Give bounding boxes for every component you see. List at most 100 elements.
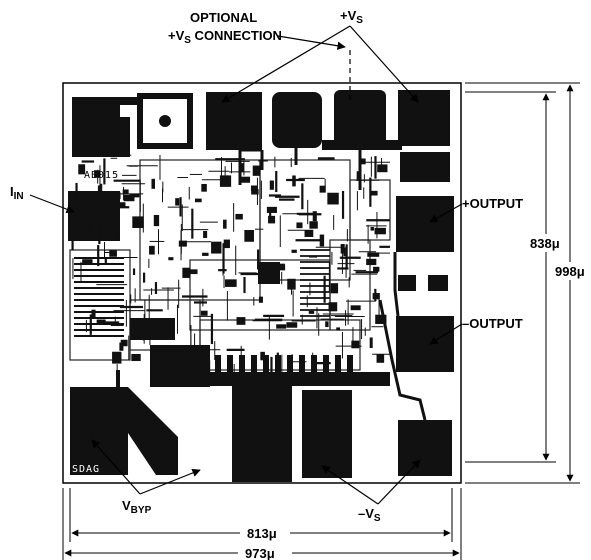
corner-pad-top-left xyxy=(72,97,130,157)
circuit-element xyxy=(223,239,230,249)
square-pad-with-via xyxy=(137,93,193,149)
comb-finger xyxy=(239,355,245,373)
circuit-element xyxy=(78,164,86,175)
circuit-element xyxy=(94,170,101,178)
right-pads xyxy=(396,196,454,372)
vbyp-label: VBYP xyxy=(122,498,152,516)
circuit-element xyxy=(168,257,174,261)
circuit-element xyxy=(287,278,296,290)
circuit-element xyxy=(358,158,366,165)
circuit-element xyxy=(236,317,246,325)
dim-outer-width-text: 973μ xyxy=(245,546,275,560)
circuit-element xyxy=(374,227,386,235)
bus-bar-right xyxy=(322,140,402,150)
circuit-element xyxy=(241,176,251,183)
dimension-lines xyxy=(62,82,580,560)
circuit-element xyxy=(223,219,227,229)
circuit-element xyxy=(327,192,339,205)
leader-optional xyxy=(277,35,346,50)
circuit-element xyxy=(203,230,208,238)
circuit-element xyxy=(250,185,258,191)
leader-vs-minus-left xyxy=(321,465,379,505)
circuit-element xyxy=(266,206,277,213)
circuit-element xyxy=(189,269,198,275)
comb-finger xyxy=(227,355,233,373)
comb-finger xyxy=(275,355,281,373)
circuit-element xyxy=(219,175,232,187)
bottom-pad-large-left xyxy=(232,380,292,482)
circuit-element xyxy=(330,283,339,294)
minus-output-label: –OUTPUT xyxy=(462,316,523,331)
bottom-bar xyxy=(180,372,390,386)
circuit-element xyxy=(308,310,315,314)
circuit-element xyxy=(286,322,298,328)
chip-code-text: AB015 xyxy=(84,170,119,181)
circuit-element xyxy=(132,216,144,228)
pad-top-3 xyxy=(334,90,386,146)
circuit-element xyxy=(83,204,95,208)
pad-top-1 xyxy=(206,92,262,150)
circuit-element xyxy=(292,175,296,187)
circuit-element xyxy=(235,213,243,220)
iin-label: IIN xyxy=(10,184,24,202)
circuit-element xyxy=(123,194,135,202)
output-connector xyxy=(428,275,448,291)
comb-finger xyxy=(299,355,305,373)
circuit-element xyxy=(350,305,361,311)
circuit-element xyxy=(252,165,261,176)
circuit-element xyxy=(200,310,208,316)
circuit-element xyxy=(151,178,156,189)
circuit-element xyxy=(76,198,80,203)
minus-output-pad xyxy=(396,316,454,372)
vbyp-diagonal-strap xyxy=(128,387,178,475)
leader-vs-minus-right xyxy=(377,459,421,505)
leader-plus-output xyxy=(429,203,463,223)
right-small-block xyxy=(400,152,450,182)
circuit-element xyxy=(109,250,117,257)
comb-finger xyxy=(263,355,269,373)
circuit-element xyxy=(244,230,254,242)
circuit-element xyxy=(131,353,141,362)
circuit-element xyxy=(112,351,122,364)
plus-output-pad xyxy=(396,196,454,252)
comb-finger xyxy=(287,355,293,373)
dim-outer-height-text: 998μ xyxy=(555,264,585,279)
circuit-element xyxy=(304,230,314,237)
circuit-element xyxy=(153,214,160,227)
output-connector-2 xyxy=(398,275,416,291)
circuit-element xyxy=(312,211,317,222)
circuit-element xyxy=(325,321,329,328)
vbyp-pad-left xyxy=(70,387,128,475)
circuit-element xyxy=(276,324,287,329)
circuit-element xyxy=(328,302,338,312)
circuit-element xyxy=(269,180,274,190)
leader-vbyp-right xyxy=(139,468,201,495)
circuit-element xyxy=(260,351,265,361)
pad-top-4 xyxy=(398,90,450,146)
optional-label-line1: OPTIONAL xyxy=(190,10,257,25)
bottom-pad-center xyxy=(302,390,352,478)
capacitor-block xyxy=(150,345,210,387)
circuit-element xyxy=(369,190,378,196)
circuit-element xyxy=(366,258,377,266)
optional-label-line2: +VS CONNECTION xyxy=(168,28,282,46)
circuit-element xyxy=(370,227,374,231)
plus-output-label: +OUTPUT xyxy=(462,196,523,211)
circuit-element xyxy=(119,342,124,351)
leader-minus-output xyxy=(429,323,463,345)
comb-finger xyxy=(251,355,257,373)
circuit-element xyxy=(296,222,303,229)
circuit-element xyxy=(120,339,128,347)
comb-finger xyxy=(215,355,221,373)
pad-top-2 xyxy=(272,92,322,148)
circuit-block xyxy=(69,249,131,361)
circuit-element xyxy=(116,192,121,200)
dim-inner-width-text: 813μ xyxy=(247,526,277,541)
circuit-element xyxy=(178,240,187,247)
circuit-element xyxy=(351,340,360,349)
circuit-element xyxy=(369,337,373,348)
circuit-element xyxy=(201,183,207,192)
bottom-pad-right xyxy=(398,420,452,476)
circuit-element xyxy=(251,189,259,195)
